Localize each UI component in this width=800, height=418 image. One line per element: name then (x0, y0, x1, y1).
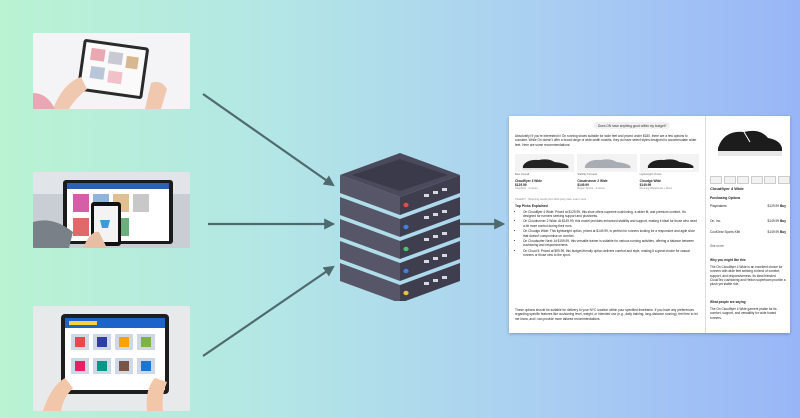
assistant-outro: These options should be suitable for del… (515, 308, 698, 321)
product-card[interactable]: Stability Focused Cloudrunner 2 Wide $14… (577, 154, 637, 194)
shoe-hero-icon (718, 130, 782, 156)
server-slab-right (400, 263, 460, 301)
chat-panel: Does ON have anything good within my bud… (509, 116, 706, 333)
seller-row[interactable]: On, Inc. $149.99 Buy (710, 219, 786, 223)
pick-item: On Cloud 5: Priced at $99.99, this budge… (523, 249, 699, 258)
server-slab-right (400, 175, 460, 215)
server-vent (442, 276, 447, 279)
product-side-panel: Cloudflyer 4 Wide Purchasing Options Pla… (706, 116, 790, 333)
arrow-photo1-to-server (202, 93, 335, 187)
seller-row[interactable]: CoolGear Sports Kitti $149.99 Buy (710, 230, 786, 234)
server-slab-right (400, 197, 460, 237)
shoe-icon (522, 159, 569, 170)
server-slab-right (400, 219, 460, 259)
chat-shopping-screenshot: Does ON have anything good within my bud… (509, 116, 790, 333)
server-vent (424, 238, 429, 241)
server-vent (442, 188, 447, 191)
server-icon (340, 153, 460, 301)
server-vent (424, 282, 429, 285)
server-slab-left (340, 219, 400, 259)
server-vent (442, 210, 447, 213)
server-vent (442, 254, 447, 257)
photo-tablet-shopping (33, 33, 190, 109)
product-card[interactable]: Best Overall Cloudflyer 4 Wide $129.99 S… (515, 154, 575, 194)
user-question: Does ON have anything good within my bud… (594, 122, 671, 130)
pick-item: On Cloudgo Wide: This lightweight option… (523, 229, 699, 238)
server-slab-left (340, 197, 400, 237)
color-thumbnails[interactable] (710, 176, 790, 184)
why-text: The On Cloudflyer 4 Wide is an excellent… (710, 265, 786, 287)
server-slab-left (340, 241, 400, 281)
server-vent (424, 260, 429, 263)
people-title: What people are saying (710, 300, 746, 304)
server-slab-right (400, 241, 460, 281)
server-vent (424, 194, 429, 197)
pick-item: On Cloudflyer 4 Wide: Priced at $129.99,… (523, 210, 699, 219)
seller-row[interactable]: Playmakers $129.99 Buy (710, 204, 786, 208)
photo-phone-tablet-shopping (33, 172, 190, 248)
server-vent (433, 191, 438, 194)
server-vent (433, 213, 438, 216)
server-vent (433, 257, 438, 260)
side-product-name: Cloudflyer 4 Wide (710, 186, 744, 191)
product-cards: Best Overall Cloudflyer 4 Wide $129.99 S… (515, 154, 699, 194)
server-vent (424, 216, 429, 219)
why-title: Why you might like this (710, 258, 746, 262)
server-led (403, 202, 409, 208)
shoe-icon (585, 159, 631, 170)
purchasing-title: Purchasing Options (710, 196, 741, 200)
server-led (403, 246, 409, 252)
server-led (403, 268, 409, 274)
server-slab-left (340, 175, 400, 215)
server-led (403, 224, 409, 230)
server-vent (433, 279, 438, 282)
server-vent (433, 235, 438, 238)
top-picks-title: Top Picks Explained (515, 204, 548, 208)
server-led (403, 290, 409, 296)
shopping-footnote: ChatGPT · Shopping results from third-pa… (515, 198, 587, 201)
shoe-icon (647, 159, 694, 170)
pick-item: On Cloudsurfer Next: At $159.99, this ve… (523, 239, 699, 248)
arrow-photo3-to-server (202, 265, 335, 357)
assistant-intro: Absolutely! If you're interested in On r… (515, 134, 697, 147)
server-vent (442, 232, 447, 235)
pick-item: On Cloudrunner 2 Wide: At $149.99, this … (523, 219, 699, 228)
top-picks: Top Picks Explained On Cloudflyer 4 Wide… (515, 204, 699, 259)
photo-online-shop-tablet (33, 306, 190, 411)
people-text: The On Cloudflyer 4 Wide garners praise … (710, 307, 777, 320)
product-card[interactable]: Lightweight Choice Cloudgo Wide $149.99 … (639, 154, 699, 194)
server-slab-left (340, 263, 400, 301)
see-more-link[interactable]: See more (710, 244, 724, 248)
